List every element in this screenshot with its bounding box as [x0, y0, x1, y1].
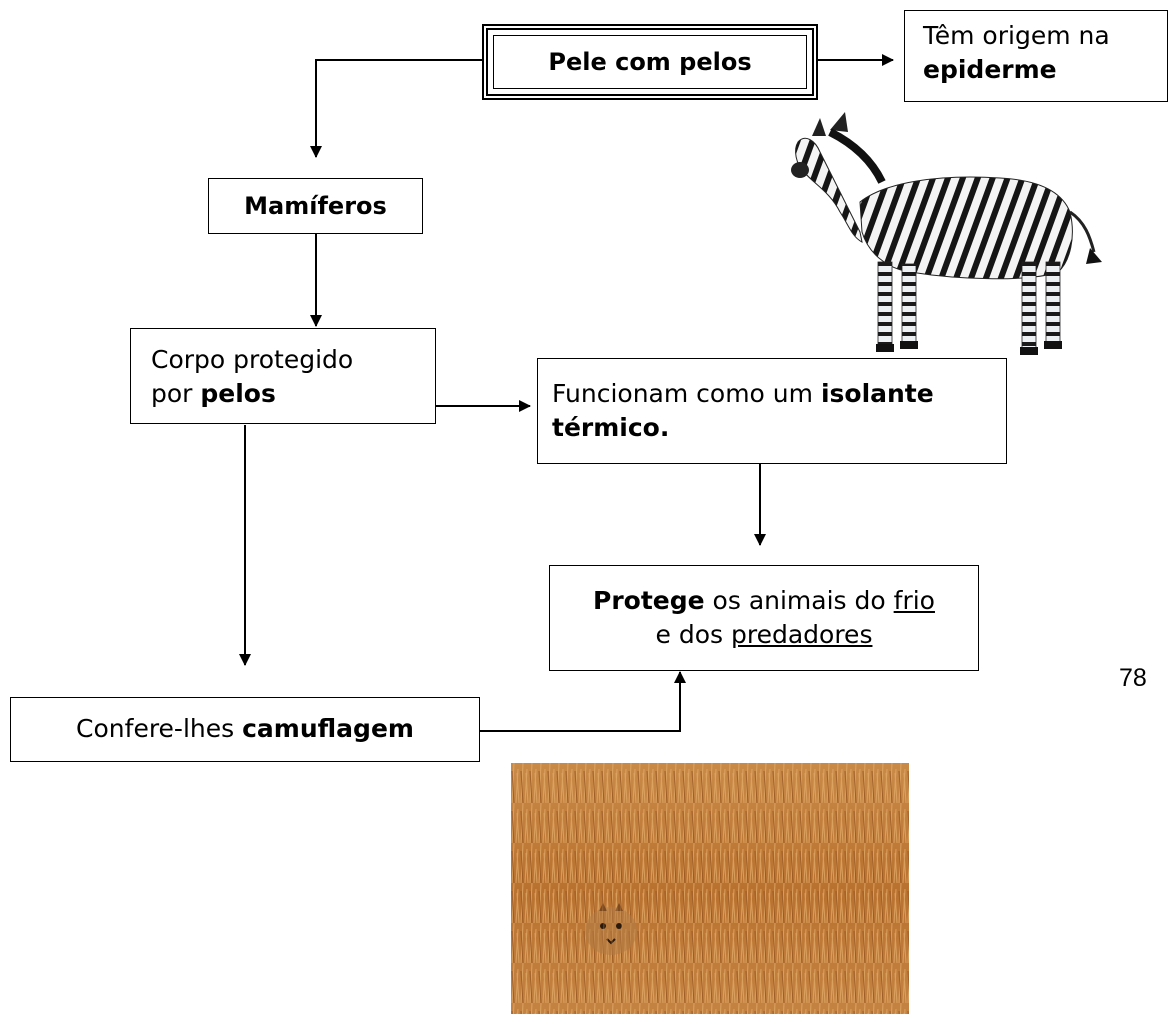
node-origem-line2: epiderme: [923, 55, 1057, 84]
node-origem-epiderme: Têm origem na epiderme: [904, 10, 1168, 102]
node-origem-line1: Têm origem na: [923, 19, 1149, 53]
arrow-camuflagem-to-protege: [480, 672, 680, 731]
node-corpo-line2-bold: pelos: [200, 379, 275, 408]
node-protege-frio: frio: [894, 586, 935, 615]
node-protege-line2-pre: e dos: [656, 620, 731, 649]
node-mamiferos-label: Mamíferos: [244, 192, 387, 220]
node-protege-mid: os animais do: [705, 586, 894, 615]
node-isolante-termico: Funcionam como um isolante térmico.: [537, 358, 1007, 464]
node-corpo-line2-pre: por: [151, 379, 200, 408]
page-number: 78: [1119, 664, 1147, 693]
node-camuflagem-bold: camuflagem: [242, 714, 414, 743]
node-camuflagem-pre: Confere-lhes: [76, 714, 242, 743]
node-protege-predadores: predadores: [731, 620, 872, 649]
node-protege-bold: Protege: [593, 586, 705, 615]
savanna-camouflage-image: [511, 763, 909, 1014]
zebra-image: [790, 112, 1105, 357]
node-isolante-bold2: térmico.: [552, 413, 669, 442]
node-pele-label: Pele com pelos: [548, 48, 751, 76]
node-isolante-bold1: isolante: [821, 379, 934, 408]
node-corpo-protegido: Corpo protegido por pelos: [130, 328, 436, 424]
node-corpo-line1: Corpo protegido: [151, 343, 415, 377]
node-camuflagem: Confere-lhes camuflagem: [10, 697, 480, 762]
node-mamiferos: Mamíferos: [208, 178, 423, 234]
node-pele-com-pelos: Pele com pelos: [482, 24, 818, 100]
arrow-pele-to-mamiferos: [316, 60, 482, 157]
node-protege: Protege os animais do frio e dos predado…: [549, 565, 979, 671]
node-isolante-pre: Funcionam como um: [552, 379, 821, 408]
